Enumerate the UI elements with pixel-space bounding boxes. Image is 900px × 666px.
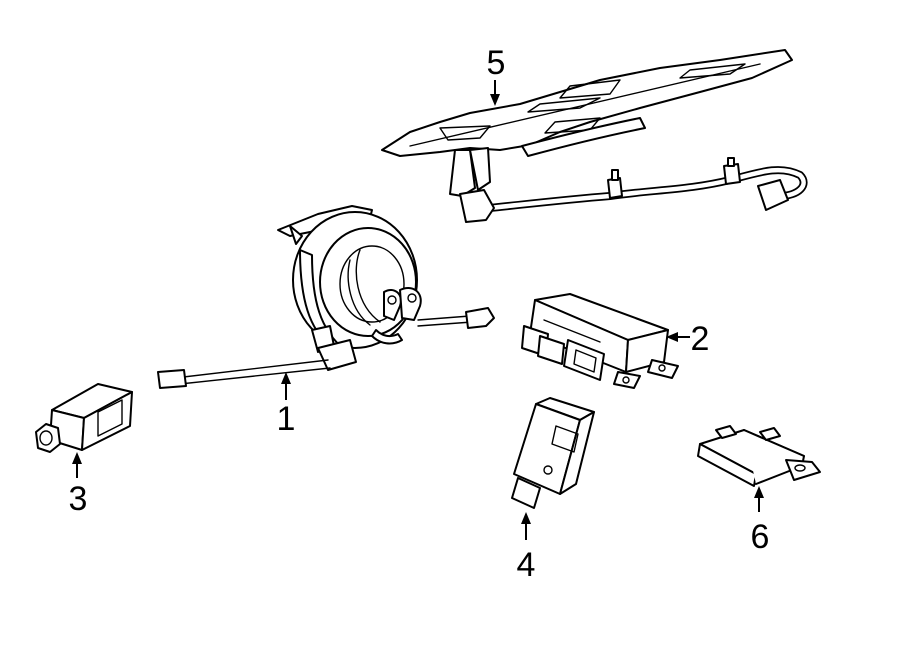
- callout-6-label: 6: [751, 518, 770, 556]
- callout-6: 6: [751, 486, 770, 556]
- callout-4-label: 4: [517, 546, 536, 584]
- part-2-control-module[interactable]: [521, 293, 679, 389]
- callout-2: 2: [666, 320, 709, 358]
- part-3-impact-sensor[interactable]: [35, 383, 133, 453]
- part-5-bracket-harness[interactable]: [381, 49, 808, 223]
- part-6-occupant-sensor[interactable]: [697, 425, 821, 487]
- callout-3-label: 3: [69, 480, 88, 518]
- callout-3: 3: [69, 452, 88, 518]
- part-4-side-sensor[interactable]: [511, 397, 595, 509]
- callout-5: 5: [487, 44, 506, 106]
- callout-1: 1: [277, 372, 296, 438]
- callout-1-label: 1: [277, 400, 296, 438]
- callout-5-label: 5: [487, 44, 506, 82]
- callout-2-label: 2: [691, 320, 710, 358]
- callout-4: 4: [517, 512, 536, 584]
- part-1-clock-spring[interactable]: [157, 205, 495, 389]
